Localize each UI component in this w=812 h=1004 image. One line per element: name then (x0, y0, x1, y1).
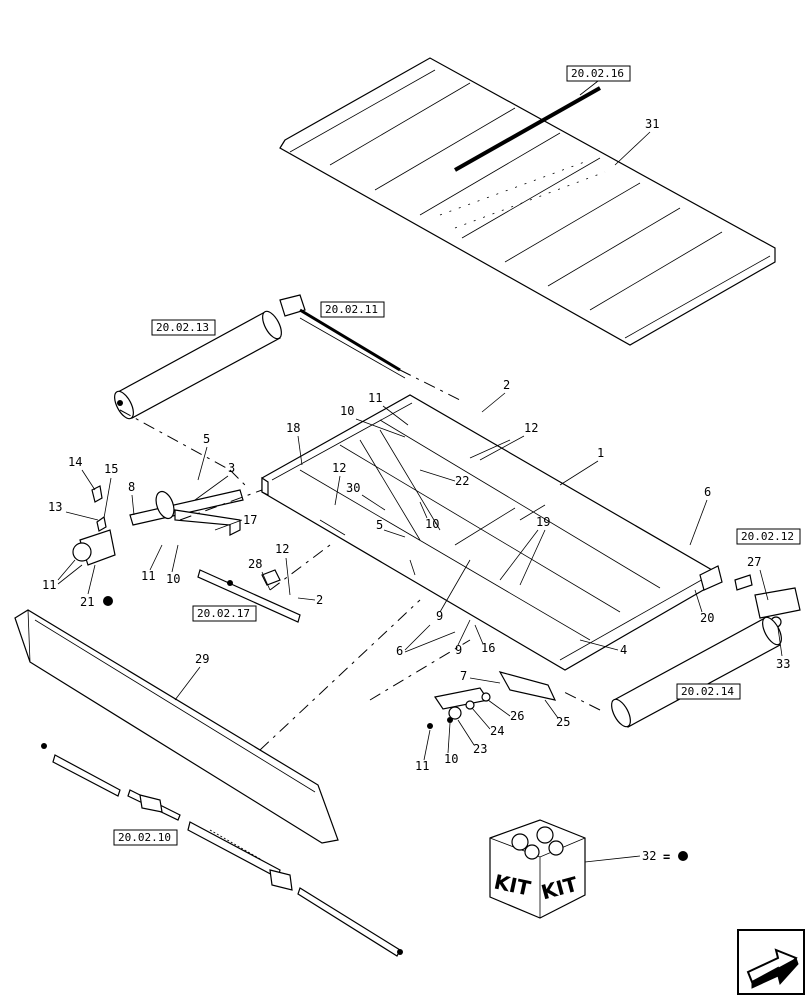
callout-9: 9 (436, 609, 443, 623)
bottom-rail (41, 743, 403, 957)
callout-31: 31 (645, 117, 659, 131)
ref-box-20-02-16[interactable]: 20.02.16 (566, 65, 631, 96)
callout-10: 10 (444, 752, 458, 766)
callout-12: 12 (275, 542, 289, 556)
callout-26: 26 (510, 709, 524, 723)
callout-20: 20 (700, 611, 714, 625)
callout-7: 7 (460, 669, 467, 683)
alignment-lines (119, 369, 601, 751)
callout-4: 4 (620, 643, 627, 657)
callout-2: 2 (503, 378, 510, 392)
callout-10: 10 (425, 517, 439, 531)
callout-15: 15 (104, 462, 118, 476)
callout-10: 10 (166, 572, 180, 586)
tensioner-bracket (427, 671, 557, 729)
callout-17: 17 (243, 513, 257, 527)
callout-11: 11 (42, 578, 56, 592)
svg-text:20.02.17: 20.02.17 (197, 607, 250, 620)
callout-18: 18 (286, 421, 300, 435)
callout-10: 10 (340, 404, 354, 418)
svg-text:20.02.12: 20.02.12 (741, 530, 794, 543)
callout-1: 1 (597, 446, 604, 460)
ref-box-20-02-12[interactable]: 20.02.12 (736, 528, 801, 545)
callout-6: 6 (704, 485, 711, 499)
callout-12: 12 (332, 461, 346, 475)
svg-text:20.02.11: 20.02.11 (325, 303, 378, 316)
callout-11: 11 (368, 391, 382, 405)
ref-box-20-02-17[interactable]: 20.02.17 (192, 605, 257, 622)
drive-strip (279, 294, 406, 379)
callouts: 31 2 12 11 10 18 1 12 22 30 10 5 6 19 5 … (42, 117, 790, 773)
callout-19: 19 (536, 515, 550, 529)
lower-roller (611, 616, 782, 728)
callout-22: 22 (455, 474, 469, 488)
callout-27: 27 (747, 555, 761, 569)
callout-13: 13 (48, 500, 62, 514)
callout-14: 14 (68, 455, 82, 469)
ref-box-20-02-11[interactable]: 20.02.11 (320, 301, 385, 318)
callout-9: 9 (455, 643, 462, 657)
main-frame (261, 394, 713, 671)
callout-5: 5 (203, 432, 210, 446)
svg-text:20.02.13: 20.02.13 (156, 321, 209, 334)
callout-24: 24 (490, 724, 504, 738)
callout-11: 11 (141, 569, 155, 583)
kit-legend-equals: = (663, 850, 670, 864)
kit-marker-dot (103, 596, 113, 606)
svg-text:20.02.16: 20.02.16 (571, 67, 624, 80)
side-panel (14, 609, 339, 844)
callout-21: 21 (80, 595, 94, 609)
callout-8: 8 (128, 480, 135, 494)
callout-2: 2 (316, 593, 323, 607)
callout-12: 12 (524, 421, 538, 435)
kit-legend: 32 = (642, 849, 688, 864)
filled-circle-icon (678, 851, 688, 861)
svg-text:20.02.10: 20.02.10 (118, 831, 171, 844)
ref-box-20-02-13[interactable]: 20.02.13 (151, 319, 216, 336)
callout-28: 28 (248, 557, 262, 571)
callout-32: 32 (642, 849, 656, 863)
right-end-assembly (699, 565, 801, 628)
kit-box: KIT KIT (489, 819, 641, 919)
callout-5: 5 (376, 518, 383, 532)
callout-30: 30 (346, 481, 360, 495)
svg-text:20.02.14: 20.02.14 (681, 685, 734, 698)
draper-belt (279, 57, 776, 346)
callout-16: 16 (481, 641, 495, 655)
callout-3: 3 (228, 461, 235, 475)
next-page-arrow-icon[interactable] (737, 929, 805, 995)
callout-6: 6 (396, 644, 403, 658)
callout-25: 25 (556, 715, 570, 729)
ref-box-20-02-10[interactable]: 20.02.10 (113, 829, 178, 846)
upper-roller (114, 310, 282, 420)
ref-box-20-02-14[interactable]: 20.02.14 (676, 683, 741, 700)
callout-29: 29 (195, 652, 209, 666)
callout-11: 11 (415, 759, 429, 773)
left-drive-assembly (72, 485, 301, 623)
callout-23: 23 (473, 742, 487, 756)
callout-33: 33 (776, 657, 790, 671)
